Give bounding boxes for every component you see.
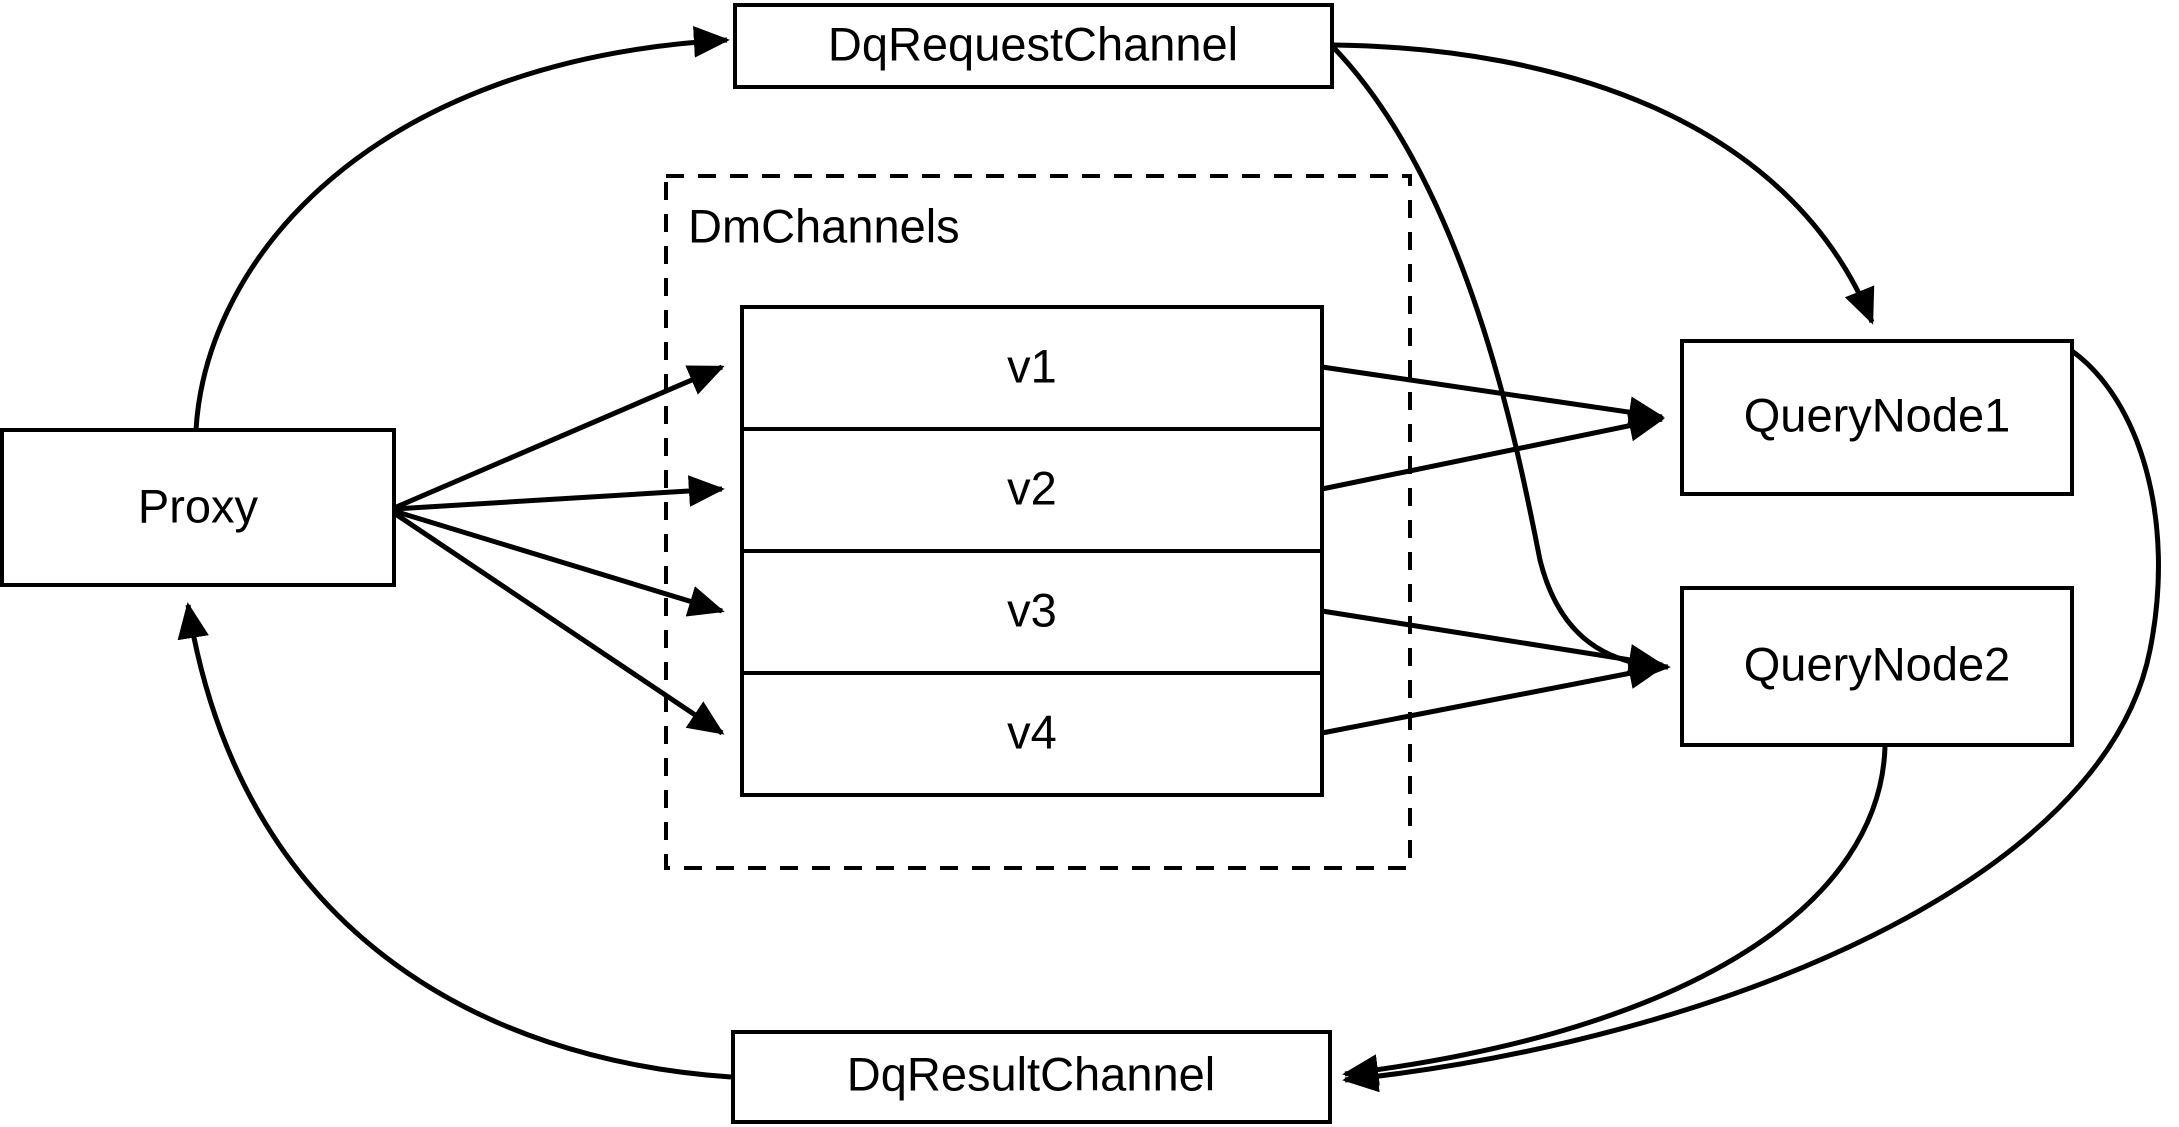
node-query-node-1-box[interactable] bbox=[1680, 339, 2074, 496]
node-proxy-label: Proxy bbox=[138, 479, 259, 532]
edge-proxy-to-v2 bbox=[393, 475, 725, 512]
node-dq-request-channel-label: DqRequestChannel bbox=[828, 17, 1238, 70]
dm-channels-group-box bbox=[664, 174, 1412, 870]
edge-v3-to-querynode2 bbox=[1321, 608, 1665, 676]
edge-proxy-to-v1 bbox=[393, 364, 725, 511]
channel-label-v1: v1 bbox=[1007, 339, 1057, 392]
channel-label-v2: v2 bbox=[1007, 461, 1057, 514]
channel-label-v4: v4 bbox=[1007, 705, 1057, 758]
edge-querynode2-to-dqresultchannel bbox=[1342, 746, 1888, 1086]
node-dq-request-channel-box[interactable] bbox=[733, 3, 1334, 89]
node-query-node-1-label: QueryNode1 bbox=[1744, 388, 2011, 441]
edge-dqrequestchannel-to-querynode1 bbox=[1333, 42, 1875, 325]
node-query-node-2-box[interactable] bbox=[1680, 586, 2074, 747]
dm-channels-group-label: DmChannels bbox=[688, 199, 960, 252]
node-proxy-box[interactable] bbox=[0, 428, 396, 587]
edge-v4-to-querynode2 bbox=[1321, 657, 1665, 736]
edge-querynode1-to-dqresultchannel bbox=[1342, 348, 2161, 1093]
node-dq-result-channel-box[interactable] bbox=[731, 1030, 1332, 1124]
node-query-node-2-label: QueryNode2 bbox=[1744, 637, 2011, 690]
edge-dqresultchannel-to-proxy bbox=[177, 602, 732, 1080]
edge-v1-to-querynode1 bbox=[1321, 364, 1665, 428]
edge-proxy-to-v3 bbox=[393, 508, 725, 617]
edge-proxy-to-dqrequestchannel bbox=[193, 26, 730, 431]
edge-dqrequestchannel-to-querynode2 bbox=[1332, 46, 1671, 682]
channel-label-v3: v3 bbox=[1007, 583, 1057, 636]
node-dq-result-channel-label: DqResultChannel bbox=[847, 1047, 1215, 1100]
edge-proxy-to-v4 bbox=[392, 510, 725, 736]
edge-v2-to-querynode1 bbox=[1321, 410, 1665, 492]
